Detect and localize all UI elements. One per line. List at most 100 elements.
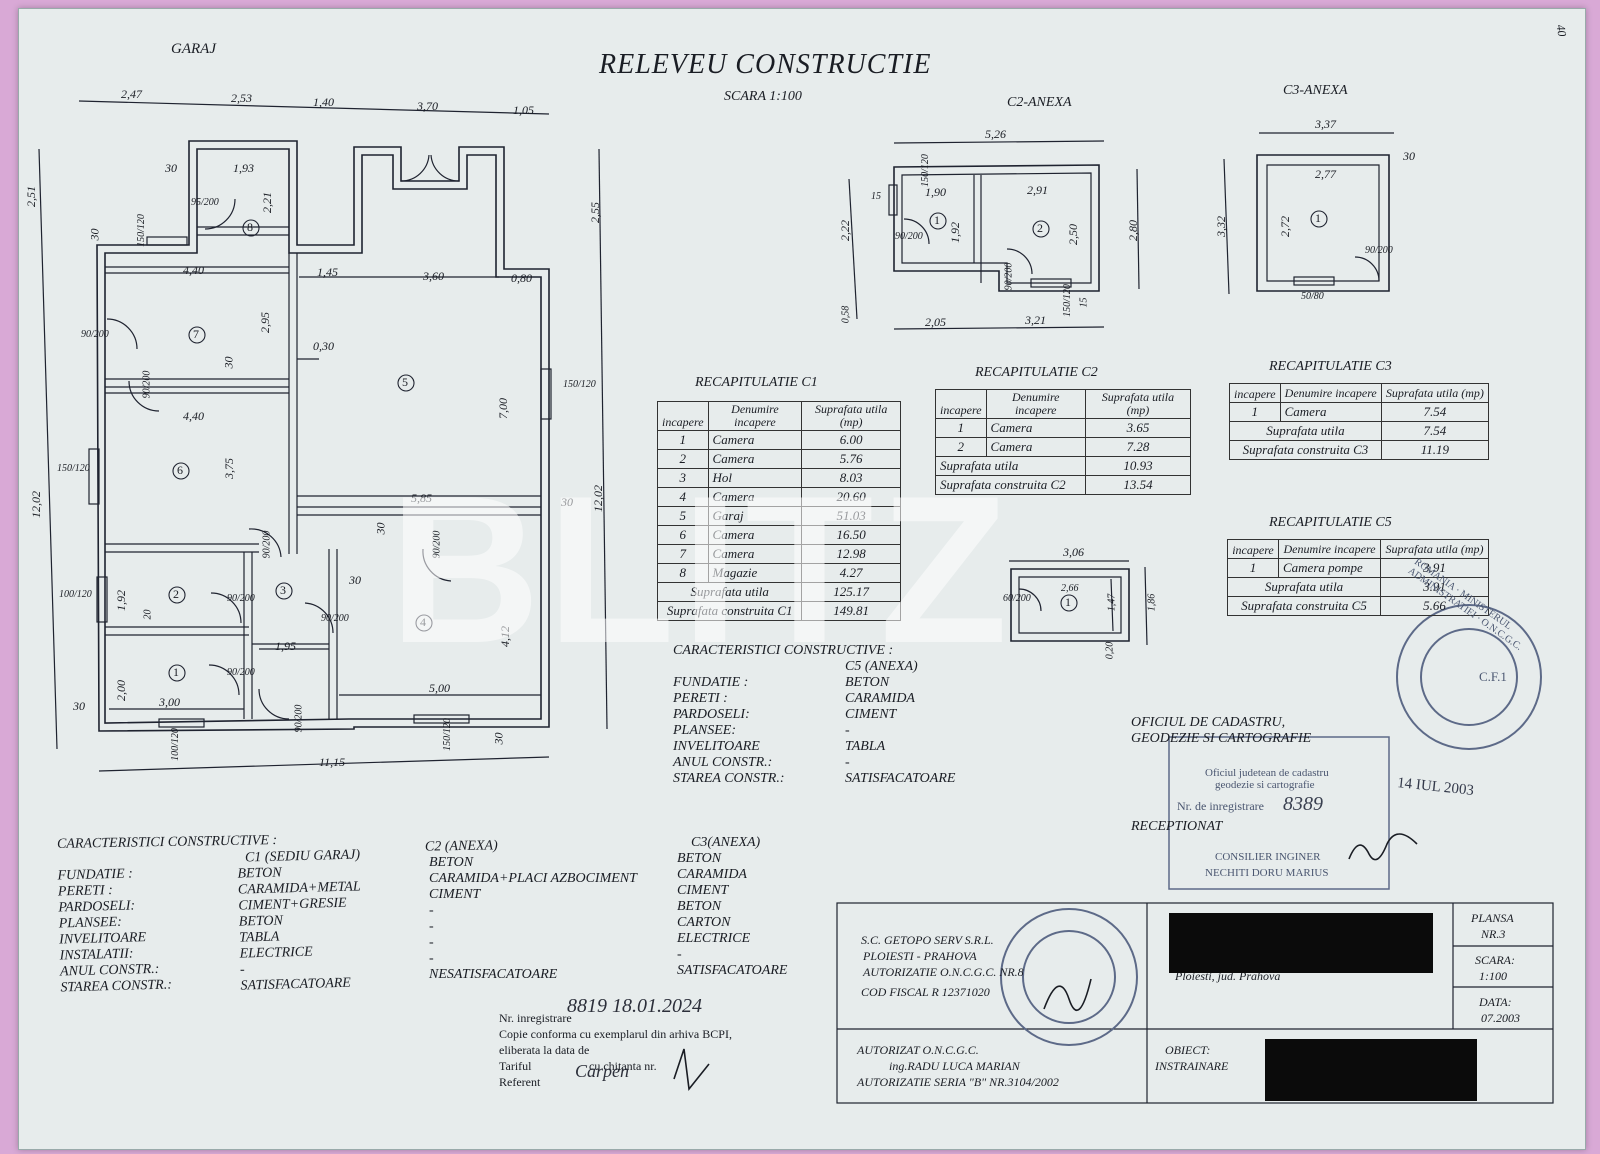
dim-192: 1,92: [114, 590, 128, 611]
c3-room-1: 1: [1315, 211, 1321, 225]
stamp-name: NECHITI DORU MARIUS: [1205, 867, 1329, 879]
c3-dim-272: 2,72: [1278, 216, 1292, 237]
caract-c5-title: CARACTERISTICI CONSTRUCTIVE :: [673, 643, 894, 658]
autorizat-serie: AUTORIZATIE SERIA "B" NR.3104/2002: [857, 1075, 1059, 1089]
c3-outer-wall: [1256, 154, 1390, 292]
caract-c1-values: BETON CARAMIDA+METAL CIMENT+GRESIE BETON…: [237, 865, 361, 994]
dim-30h: 30: [491, 732, 506, 745]
caract-c2-header: C2 (ANEXA): [424, 838, 498, 855]
dim-195: 1,95: [275, 639, 296, 653]
dim-right-top: 2,55: [588, 202, 602, 223]
dim-080: 0,80: [511, 271, 532, 285]
th-incapere: incapere: [657, 401, 709, 431]
c2-window-top: 150/120: [919, 154, 931, 187]
c2-door-2: 90/200: [1003, 262, 1015, 291]
dim-left-top: 2,51: [24, 186, 38, 207]
window-1-label: 100/120: [169, 728, 181, 761]
stamp-consilier: CONSILIER INGINER: [1215, 851, 1321, 863]
dim-440b: 4,40: [183, 409, 204, 423]
c2-room-1: 1: [934, 213, 940, 227]
room-number-3: 3: [280, 583, 286, 597]
c2-dim-250: 2,50: [1066, 224, 1080, 245]
c5-dim-inner: 2,66: [1061, 583, 1079, 594]
autorizat-label: AUTORIZAT O.N.C.G.C.: [857, 1043, 979, 1057]
door-3-label: 90/200: [321, 613, 349, 624]
dim-left-total: 12,02: [29, 491, 43, 518]
window-5: [540, 368, 552, 420]
c3-title: C3-ANEXA: [1283, 83, 1348, 98]
c1-outer-wall-inner-line: [96, 140, 550, 732]
caract-main-labels: FUNDATIE : PERETI : PARDOSELI: PLANSEE: …: [57, 866, 173, 996]
dim-30f: 30: [349, 573, 361, 587]
bcpi-line2: Copie conforma cu exemplarul din arhiva …: [499, 1027, 732, 1041]
door-7-label: 90/200: [81, 329, 109, 340]
signature-autorizat: [1043, 978, 1092, 1011]
title-block-frame: [836, 902, 1554, 1104]
dim-top-1: 2,47: [121, 87, 142, 101]
signature-bcpi: [673, 1048, 710, 1091]
c2-dim-205: 2,05: [925, 315, 946, 329]
window-8: [146, 236, 188, 246]
dim-30b: 30: [87, 228, 102, 241]
dim-030: 0,30: [313, 339, 334, 353]
dim-line-right: [598, 148, 608, 730]
company-autorizatie: AUTORIZATIE O.N.C.G.C. NR.8: [863, 965, 1024, 979]
door-2-label: 90/200: [227, 593, 255, 604]
dim-300: 3,00: [159, 695, 180, 709]
c2-dim-222: 2,22: [838, 220, 852, 241]
window-4: [413, 714, 470, 724]
rec-c2-title: RECAPITULATIE C2: [975, 365, 1098, 380]
round-seal-center: C.F.1: [1479, 669, 1507, 684]
stamp-reg-number: 8389: [1283, 793, 1323, 815]
c5-outer-wall: [1010, 568, 1130, 642]
dim-700: 7,00: [496, 398, 510, 419]
data-label: DATA:: [1479, 995, 1512, 1009]
page-title: RELEVEU CONSTRUCTIE: [599, 49, 932, 80]
company-name: S.C. GETOPO SERV S.R.L.: [861, 933, 994, 947]
dim-top-3: 1,40: [313, 95, 334, 109]
dim-top-4: 3,70: [417, 99, 438, 113]
dim-360: 3,60: [423, 269, 444, 283]
c5-door: 60/200: [1003, 593, 1031, 604]
dim-line-top: [78, 100, 550, 115]
rec-c2-table: incapere Denumire incapere Suprafata uti…: [935, 389, 1192, 495]
c5-dim-top: 3,06: [1063, 545, 1084, 559]
scara-label: SCARA:: [1475, 953, 1515, 967]
bcpi-line5: Referent: [499, 1075, 541, 1089]
autorizat-name: ing.RADU LUCA MARIAN: [889, 1059, 1020, 1073]
stamp-reg-label: Nr. de inregistrare: [1177, 799, 1264, 813]
dim-top-2: 2,53: [231, 91, 252, 105]
rec-c5-title: RECAPITULATIE C5: [1269, 515, 1392, 530]
oficiu-line1: OFICIUL DE CADASTRU,: [1131, 715, 1286, 730]
dim-221: 2,21: [260, 192, 274, 213]
dim-500: 5,00: [429, 681, 450, 695]
dim-145: 1,45: [317, 265, 338, 279]
dim-bottom: 11,15: [319, 755, 346, 769]
window-6: [88, 448, 100, 505]
signature-receptionat: [1348, 833, 1418, 861]
dim-295: 2,95: [258, 312, 272, 333]
garaj-label: GARAJ: [171, 41, 216, 57]
bcpi-line3: eliberata la data de: [499, 1043, 590, 1057]
rec-c3-title: RECAPITULATIE C3: [1269, 359, 1392, 374]
oficiu-line2: GEODEZIE SI CARTOGRAFIE: [1131, 731, 1312, 746]
window-2-label: 100/120: [59, 589, 92, 600]
c5-dim-147: 1,47: [1106, 593, 1118, 612]
dim-top-5: 1,05: [513, 103, 534, 117]
c2-window-bottom: 150/120: [1061, 284, 1073, 317]
c2-dim-192: 1,92: [948, 222, 962, 243]
data-value: 07.2003: [1481, 1011, 1520, 1025]
door-swing-8: [204, 198, 236, 230]
c5-room-1: 1: [1065, 595, 1071, 609]
c2-dim-321: 3,21: [1025, 313, 1046, 327]
caract-c5-header: C5 (ANEXA): [845, 659, 918, 674]
room-number-7: 7: [193, 327, 199, 341]
c2-dim-top: [893, 140, 1105, 144]
dim-200: 2,00: [114, 680, 128, 701]
dim-line-bottom: [98, 756, 550, 772]
dim-440a: 4,40: [183, 263, 204, 277]
redacted-beneficiar: [1265, 1039, 1477, 1101]
